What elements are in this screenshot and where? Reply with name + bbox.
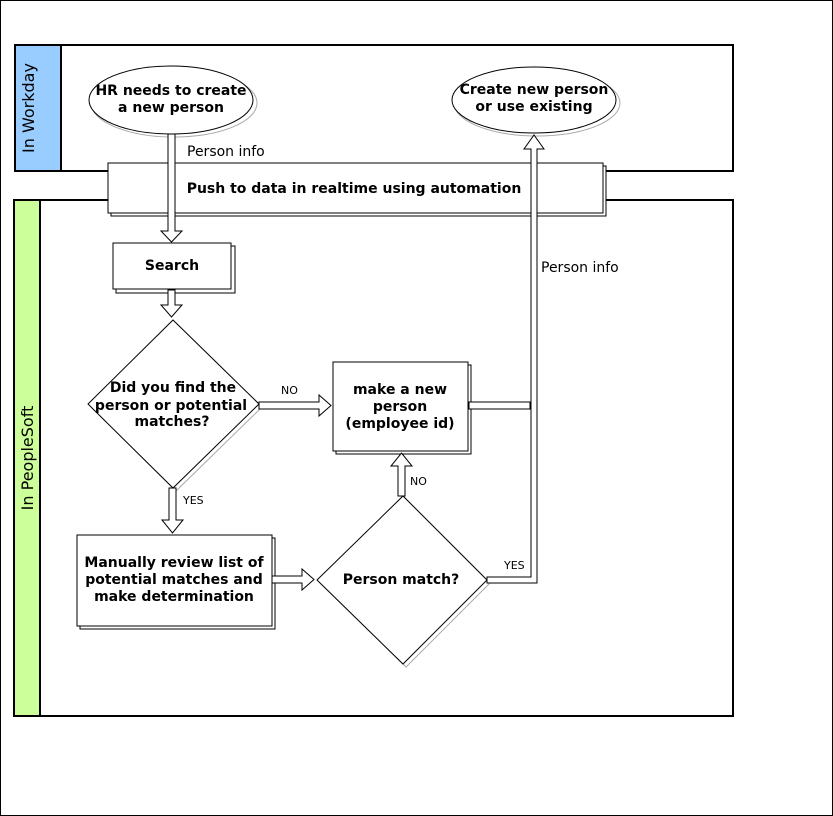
end-node: Create new person or use existing (451, 66, 621, 137)
search-node-label: Search (145, 258, 199, 274)
arrow-start-to-search (159, 133, 184, 243)
search-node: Search (112, 242, 236, 294)
start-node: HR needs to create a new person (88, 65, 258, 138)
did-find-line3: matches? (135, 414, 210, 430)
edge-label-no-2: NO (410, 475, 427, 488)
end-node-line1: Create new person (460, 82, 609, 98)
manual-review-line2: potential matches and (85, 572, 263, 588)
make-new-person-node: make a new person (employee id) (332, 361, 472, 455)
connectors (159, 133, 545, 592)
did-find-line1: Did you find the (110, 380, 236, 396)
start-node-line2: a new person (118, 100, 224, 116)
arrow-match-to-end (486, 134, 545, 584)
edge-label-person-info-right: Person info (541, 260, 619, 276)
end-node-line2: or use existing (475, 99, 592, 115)
arrow-match-to-make-new (389, 452, 414, 497)
edge-label-no-1: NO (281, 384, 298, 397)
make-new-line3: (employee id) (345, 416, 454, 432)
arrow-search-to-decision (159, 289, 184, 318)
manual-review-line1: Manually review list of (84, 555, 264, 571)
peoplesoft-lane-label: In PeopleSoft (18, 406, 37, 511)
make-new-line2: person (373, 399, 427, 415)
edge-label-yes-1: YES (182, 494, 204, 507)
workday-lane-label: In Workday (19, 63, 38, 153)
person-match-label: Person match? (343, 572, 460, 588)
arrow-decision-to-review (160, 487, 185, 534)
did-find-decision: Did you find the person or potential mat… (87, 319, 263, 492)
person-match-decision: Person match? (316, 495, 491, 668)
manual-review-node: Manually review list of potential matche… (76, 534, 276, 630)
manual-review-line3: make determination (94, 589, 254, 605)
edge-label-person-info-top: Person info (187, 144, 265, 160)
did-find-line2: person or potential (95, 398, 247, 414)
push-automation-box: Push to data in realtime using automatio… (107, 162, 607, 217)
edge-label-yes-2: YES (503, 559, 525, 572)
arrow-decision-to-make-new (258, 393, 332, 418)
arrow-review-to-match (271, 567, 315, 592)
make-new-line1: make a new (353, 382, 447, 398)
start-node-line1: HR needs to create (95, 83, 246, 99)
peoplesoft-lane-header (13, 199, 41, 717)
connector-make-new-to-return (468, 401, 531, 410)
push-automation-label: Push to data in realtime using automatio… (187, 181, 522, 197)
workday-lane-header (14, 44, 62, 172)
